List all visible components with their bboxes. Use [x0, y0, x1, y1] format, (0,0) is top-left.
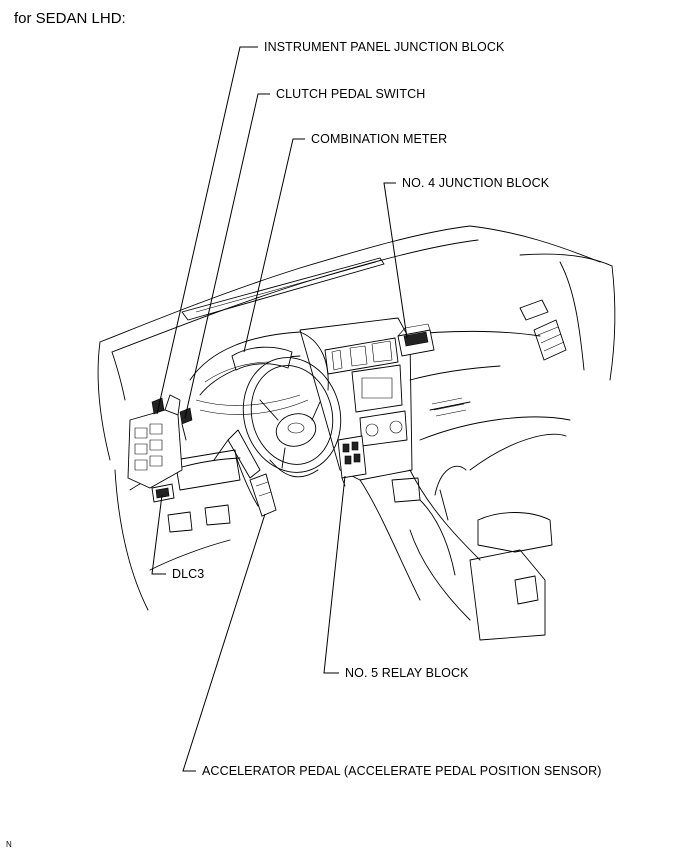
label-combination-meter: COMBINATION METER — [311, 132, 448, 146]
leader-no5-relay-block — [323, 475, 346, 674]
label-clutch-pedal-switch: CLUTCH PEDAL SWITCH — [276, 87, 426, 101]
dashboard-outline — [97, 225, 616, 641]
leader-instrument-panel-jb — [156, 46, 258, 415]
leader-combination-meter — [243, 138, 305, 353]
leader-dlc3 — [151, 494, 166, 575]
label-no4-junction-block: NO. 4 JUNCTION BLOCK — [402, 176, 550, 190]
label-no5-relay-block: NO. 5 RELAY BLOCK — [345, 666, 469, 680]
leader-lines — [151, 46, 408, 772]
label-instrument-panel-junction-block: INSTRUMENT PANEL JUNCTION BLOCK — [264, 40, 505, 54]
figure-code: N — [6, 840, 12, 849]
leader-accelerator-pedal — [182, 513, 266, 772]
diagram-header: for SEDAN LHD: — [14, 10, 126, 27]
label-dlc3: DLC3 — [172, 567, 205, 581]
leader-no4-junction-block — [383, 182, 408, 339]
leader-clutch-pedal-switch — [184, 93, 270, 419]
label-accelerator-pedal: ACCELERATOR PEDAL (ACCELERATE PEDAL POSI… — [202, 764, 602, 778]
